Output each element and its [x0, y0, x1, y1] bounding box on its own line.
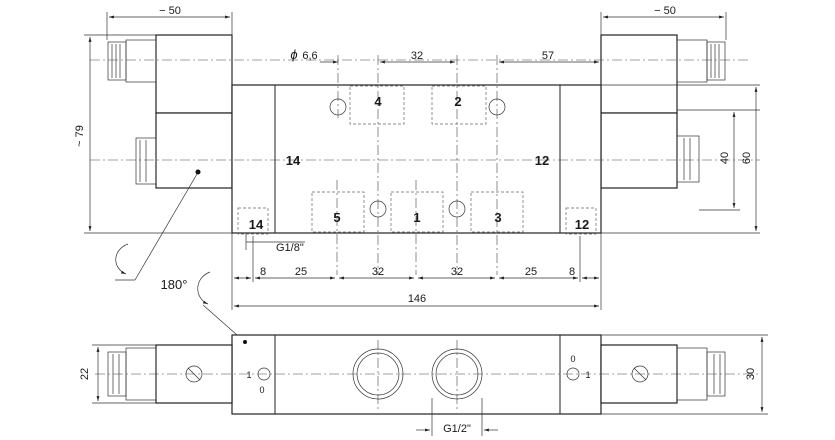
dim-coil-left-width: − 50	[159, 5, 181, 17]
dim-seg-25-left: 25	[295, 266, 307, 278]
dim-seg-25-right: 25	[525, 266, 537, 278]
dim-height-total: ~ 79	[74, 125, 86, 147]
dim-height-22: 22	[79, 368, 91, 380]
dim-offset-right: 57	[542, 50, 554, 62]
port-1-label: 1	[413, 210, 420, 225]
dim-coil-right-width: − 50	[654, 5, 676, 17]
dim-seg-32-a: 32	[372, 266, 384, 278]
mark-right-one: 1	[585, 370, 590, 380]
dim-thread-main: G1/2"	[443, 423, 471, 435]
dim-height-40: 40	[719, 152, 731, 164]
mark-right-zero: 0	[570, 354, 575, 364]
rotation-label: 180°	[161, 277, 188, 292]
dim-port-spacing-top: 32	[411, 50, 423, 62]
dim-diameter-symbol: ϕ	[290, 47, 297, 62]
port-14-pilot-label: 14	[249, 217, 264, 232]
mark-left-one: 1	[246, 370, 251, 380]
port-5-label: 5	[333, 210, 340, 225]
left-solenoid-coil	[107, 34, 233, 189]
dim-hole-diameter: 6,6	[302, 50, 317, 62]
valve-body-side-view	[231, 334, 602, 415]
dim-seg-32-b: 32	[451, 266, 463, 278]
mark-left-zero: 0	[259, 385, 264, 395]
dim-seg-8-right: 8	[569, 266, 575, 278]
valve-body-top-view	[231, 84, 602, 235]
dim-length-total: 146	[408, 293, 426, 305]
port-12-pilot-label: 12	[575, 217, 589, 232]
port-4-label: 4	[374, 94, 382, 109]
dim-height-30: 30	[745, 368, 757, 380]
port-12-body-label: 12	[535, 153, 549, 168]
dim-height-60: 60	[741, 152, 753, 164]
port-2-label: 2	[454, 94, 461, 109]
dim-thread-pilot: G1/8"	[276, 242, 304, 254]
port-14-body-label: 14	[286, 153, 301, 168]
dim-seg-8-left: 8	[260, 266, 266, 278]
port-3-label: 3	[494, 210, 501, 225]
right-solenoid-coil	[600, 34, 726, 189]
